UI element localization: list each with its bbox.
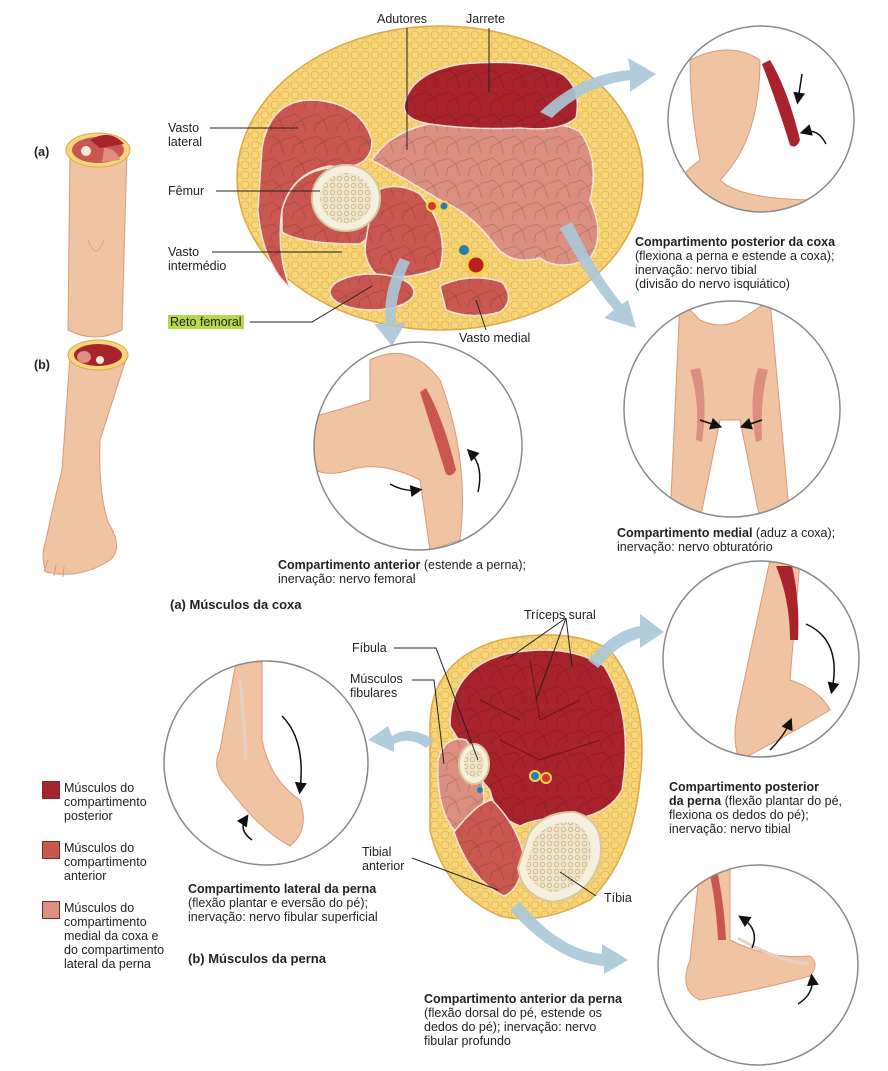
panel-label-b: (b) xyxy=(34,358,50,372)
caption-lateral-leg: Compartimento lateral da perna(flexão pl… xyxy=(188,882,378,924)
circle-medial-thigh xyxy=(623,300,841,518)
circle-posterior-thigh xyxy=(667,25,855,213)
caption-posterior-thigh-title: Compartimento posterior da coxa xyxy=(635,235,836,249)
caption-medial-thigh-inline: (aduz a coxa); xyxy=(752,526,836,540)
legend-label-anterior: Músculos do compartimento anterior xyxy=(64,841,147,883)
leg-leader-lines xyxy=(394,617,597,897)
caption-posterior-thigh: Compartimento posterior da coxa(flexiona… xyxy=(635,235,835,291)
thigh-cross-section xyxy=(236,25,644,331)
label-vastus-medialis: Vasto medial xyxy=(459,331,531,345)
circle-lateral-leg xyxy=(163,660,369,866)
label-vastus-intermedius: Vasto intermédio xyxy=(168,245,227,273)
label-femur: Fêmur xyxy=(168,184,205,198)
caption-posterior-leg-title-2: da perna xyxy=(669,794,722,808)
label-fibular-muscles: Músculos fibulares xyxy=(350,672,403,700)
legend-swatch-posterior xyxy=(42,781,60,799)
caption-lateral-leg-title: Compartimento lateral da perna xyxy=(188,882,377,896)
caption-anterior-thigh-inline: (estende a perna); xyxy=(420,558,527,572)
leg-cross-section xyxy=(429,634,643,920)
label-fibula: Fíbula xyxy=(352,641,387,655)
caption-anterior-thigh: Compartimento anterior (estende a perna)… xyxy=(278,558,526,586)
caption-lateral-leg-text: (flexão plantar e eversão do pé); inerva… xyxy=(188,896,378,924)
legend-swatch-anterior xyxy=(42,841,60,859)
caption-medial-thigh: Compartimento medial (aduz a coxa);inerv… xyxy=(617,526,835,554)
circle-posterior-leg xyxy=(662,560,860,758)
caption-posterior-leg-inline: (flexão plantar do pé, xyxy=(721,794,843,808)
panel-label-a: (a) xyxy=(34,145,50,159)
circle-anterior-thigh xyxy=(313,341,523,551)
legend-label-medial-lateral: Músculos do compartimento medial da coxa… xyxy=(64,901,165,971)
caption-anterior-thigh-text: inervação: nervo femoral xyxy=(278,572,416,586)
blue-arrows xyxy=(368,58,664,974)
circle-anterior-leg xyxy=(657,864,859,1066)
section-title-leg: (b) Músculos da perna xyxy=(188,951,326,966)
caption-medial-thigh-title: Compartimento medial xyxy=(617,526,753,540)
caption-anterior-leg-text: (flexão dorsal do pé, estende os dedos d… xyxy=(424,1006,602,1048)
caption-posterior-thigh-text: (flexiona a perna e estende a coxa); ine… xyxy=(635,249,835,291)
caption-posterior-leg-text: flexiona os dedos do pé); inervação: ner… xyxy=(669,808,809,836)
caption-anterior-leg: Compartimento anterior da perna(flexão d… xyxy=(424,992,622,1048)
caption-posterior-leg-title-1: Compartimento posterior xyxy=(669,780,820,794)
legend-label-posterior: Músculos do compartimento posterior xyxy=(64,781,147,823)
label-vastus-lateralis: Vasto lateral xyxy=(168,121,203,149)
section-title-thigh: (a) Músculos da coxa xyxy=(170,597,302,612)
legend-swatch-medial-lateral xyxy=(42,901,60,919)
caption-anterior-thigh-title: Compartimento anterior xyxy=(278,558,421,572)
label-tibialis-anterior: Tibial anterior xyxy=(362,845,405,873)
label-triceps-surae: Tríceps sural xyxy=(524,608,596,622)
label-hamstring: Jarrete xyxy=(466,12,505,26)
leg-illustration xyxy=(42,339,129,578)
label-adductors: Adutores xyxy=(377,12,428,26)
thigh-leader-lines xyxy=(210,28,490,331)
label-rectus-femoris: Reto femoral xyxy=(168,315,244,329)
caption-anterior-leg-title: Compartimento anterior da perna xyxy=(424,992,622,1006)
label-tibia: Tíbia xyxy=(604,891,632,905)
caption-medial-thigh-text: inervação: nervo obturatório xyxy=(617,540,773,554)
label-rectus-femoris-text: Reto femoral xyxy=(168,315,244,329)
thigh-illustration xyxy=(65,132,131,338)
